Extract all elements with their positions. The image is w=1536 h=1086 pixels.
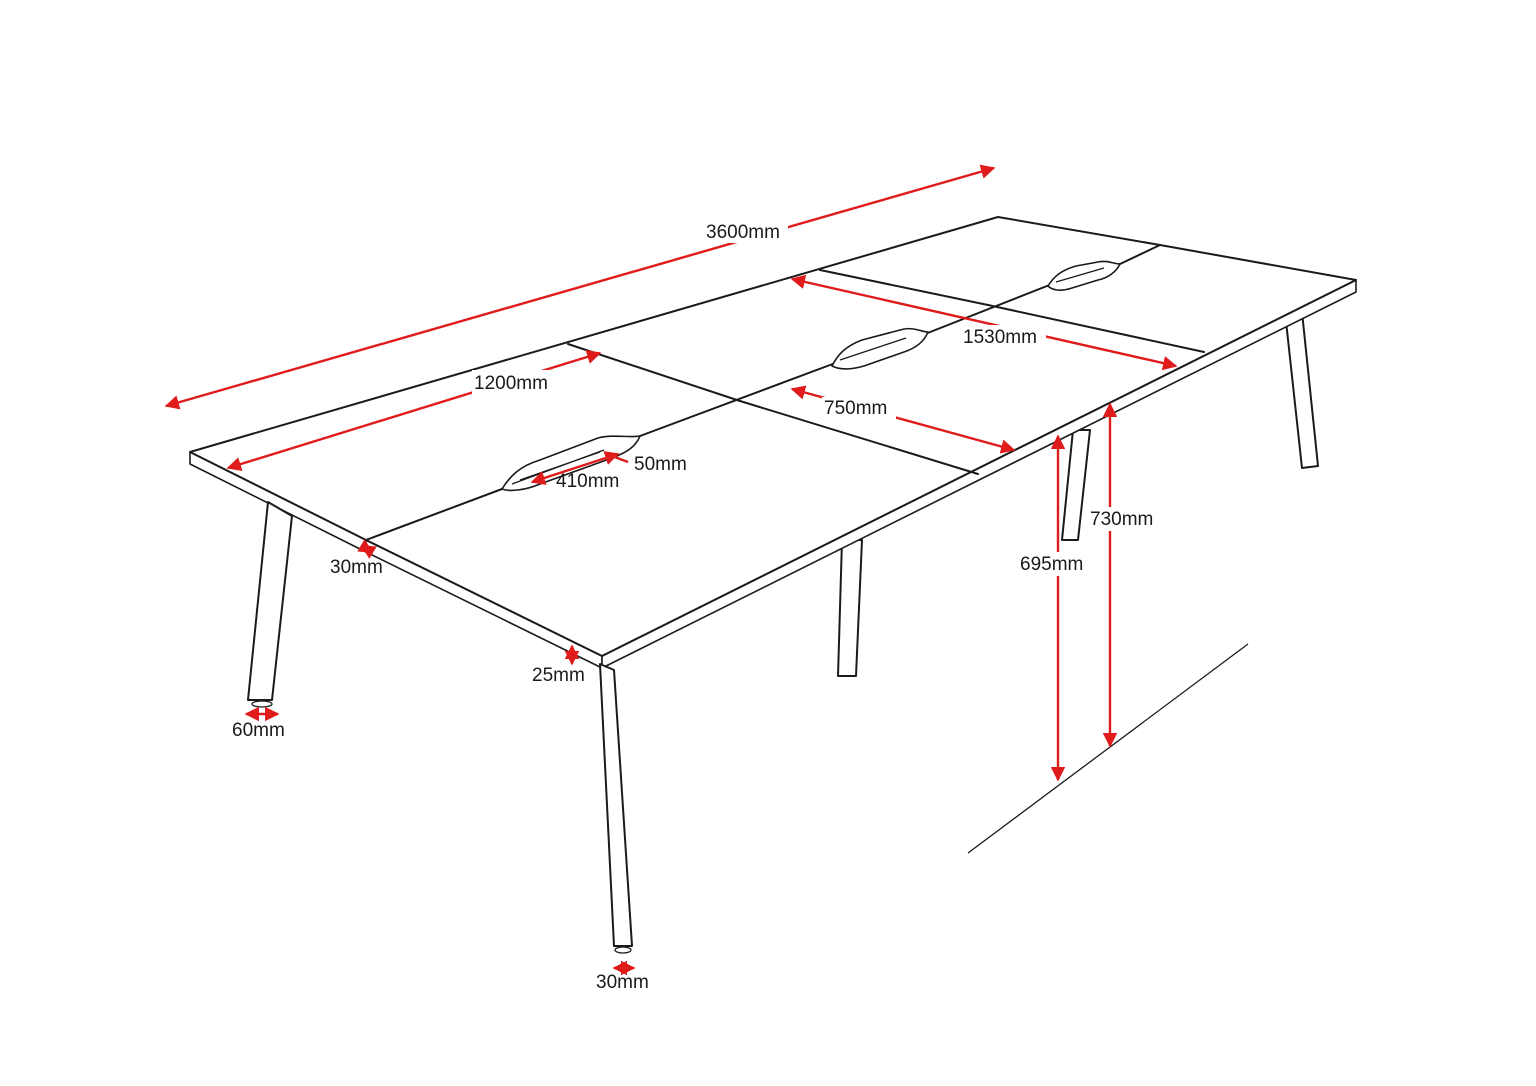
label-length-side-a: 1200mm (474, 373, 548, 394)
label-length-side-b: 1530mm (963, 327, 1037, 348)
label-total-length: 3600mm (706, 222, 780, 243)
label-grommet-width: 50mm (634, 454, 687, 475)
label-panel-depth: 750mm (824, 398, 887, 419)
label-leg-depth: 30mm (596, 972, 649, 993)
label-height-underside: 695mm (1020, 554, 1083, 575)
label-edge-gap: 30mm (330, 557, 383, 578)
label-grommet-length: 410mm (556, 471, 619, 492)
label-top-thickness: 25mm (532, 665, 585, 686)
back-legs (837, 311, 1319, 677)
label-height-top: 730mm (1090, 509, 1153, 530)
table-top (189, 216, 1357, 657)
dimension-labels: 3600mm 1530mm 1200mm 750mm 410mm 50mm 30… (232, 219, 1162, 993)
label-leg-width: 60mm (232, 720, 285, 741)
front-legs (247, 501, 633, 954)
floor-line (967, 643, 1249, 854)
